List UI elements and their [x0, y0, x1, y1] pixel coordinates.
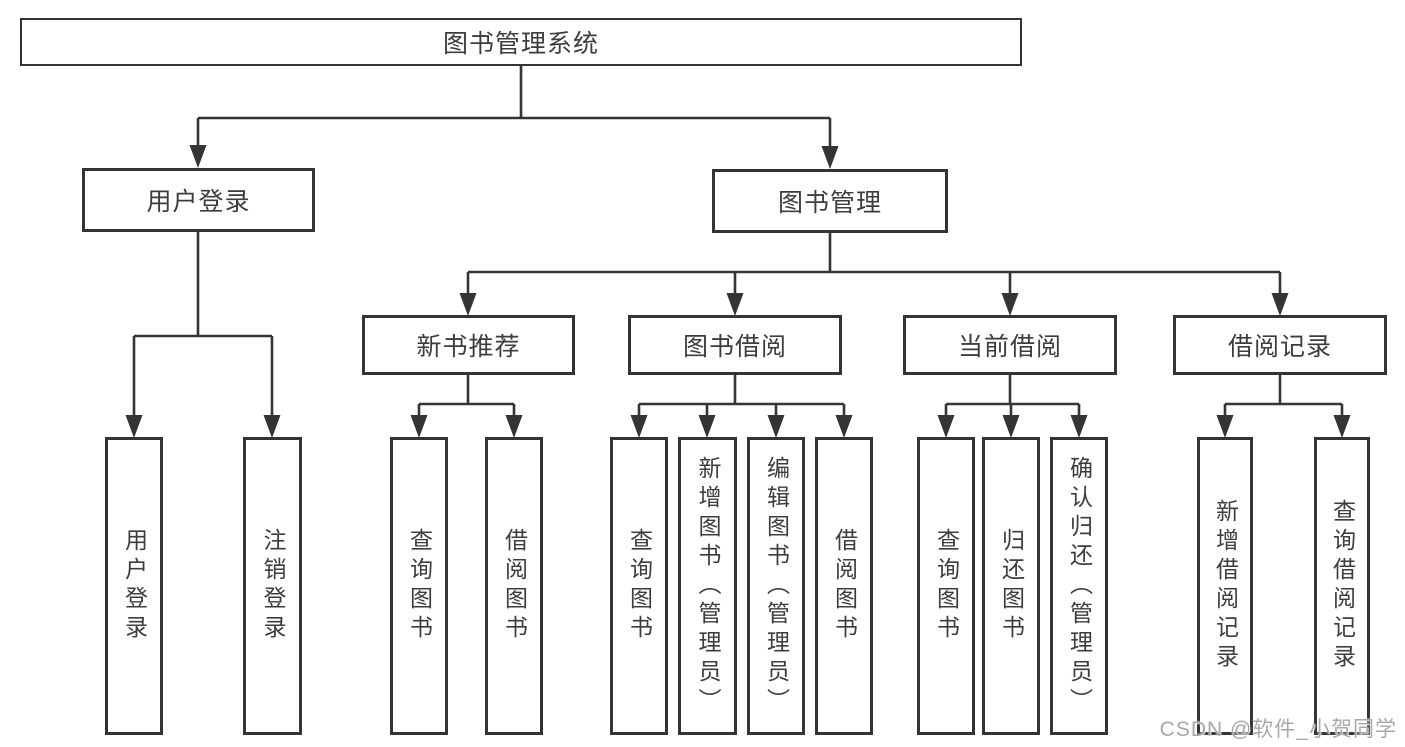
node-user-login: 用户登录 [82, 168, 315, 232]
leaf-label: 确认归还（管理员） [1066, 455, 1093, 717]
leaf-bb-query-book: 查询图书 [610, 437, 668, 735]
leaf-label: 查询图书 [626, 528, 653, 644]
leaf-label: 查询图书 [933, 528, 960, 644]
node-label: 新书推荐 [416, 333, 521, 361]
node-current-borrowing: 当前借阅 [903, 315, 1117, 375]
leaf-label: 查询图书 [406, 528, 433, 644]
leaf-label: 新增图书（管理员） [695, 455, 721, 717]
leaf-label: 注销登录 [260, 528, 286, 644]
node-label: 图书管理 [777, 189, 882, 217]
leaf-cb-return-book: 归还图书 [982, 437, 1040, 735]
leaf-label: 查询借阅记录 [1329, 499, 1356, 673]
leaf-label: 借阅图书 [501, 528, 528, 644]
leaf-nbr-query-book: 查询图书 [390, 437, 448, 735]
leaf-label: 编辑图书（管理员） [763, 455, 790, 717]
leaf-bb-borrow-book: 借阅图书 [815, 437, 873, 735]
node-library-management-system: 图书管理系统 [20, 18, 1022, 66]
node-label: 借阅记录 [1227, 333, 1332, 361]
watermark: CSDN @软件_小贺同学 [1159, 718, 1397, 741]
leaf-bb-edit-book-admin: 编辑图书（管理员） [747, 437, 805, 735]
leaf-label: 新增借阅记录 [1212, 499, 1239, 673]
leaf-label: 借阅图书 [831, 528, 858, 644]
node-label: 图书管理系统 [442, 30, 599, 58]
leaf-br-query-record: 查询借阅记录 [1314, 437, 1370, 735]
leaf-logout: 注销登录 [243, 437, 302, 735]
leaf-label: 归还图书 [998, 528, 1025, 644]
leaf-label: 用户登录 [121, 528, 148, 644]
leaf-br-add-record: 新增借阅记录 [1197, 437, 1253, 735]
node-book-management: 图书管理 [712, 169, 948, 233]
node-label: 用户登录 [146, 188, 251, 216]
node-borrowing-records: 借阅记录 [1173, 315, 1387, 375]
node-label: 图书借阅 [682, 333, 787, 361]
node-book-borrowing: 图书借阅 [628, 315, 842, 375]
node-new-book-recommend: 新书推荐 [362, 315, 575, 375]
leaf-nbr-borrow-book: 借阅图书 [485, 437, 543, 735]
leaf-cb-query-book: 查询图书 [917, 437, 975, 735]
leaf-user-login: 用户登录 [105, 437, 163, 735]
node-label: 当前借阅 [957, 333, 1062, 361]
leaf-bb-add-book-admin: 新增图书（管理员） [678, 437, 737, 735]
leaf-cb-confirm-return-admin: 确认归还（管理员） [1050, 437, 1108, 735]
